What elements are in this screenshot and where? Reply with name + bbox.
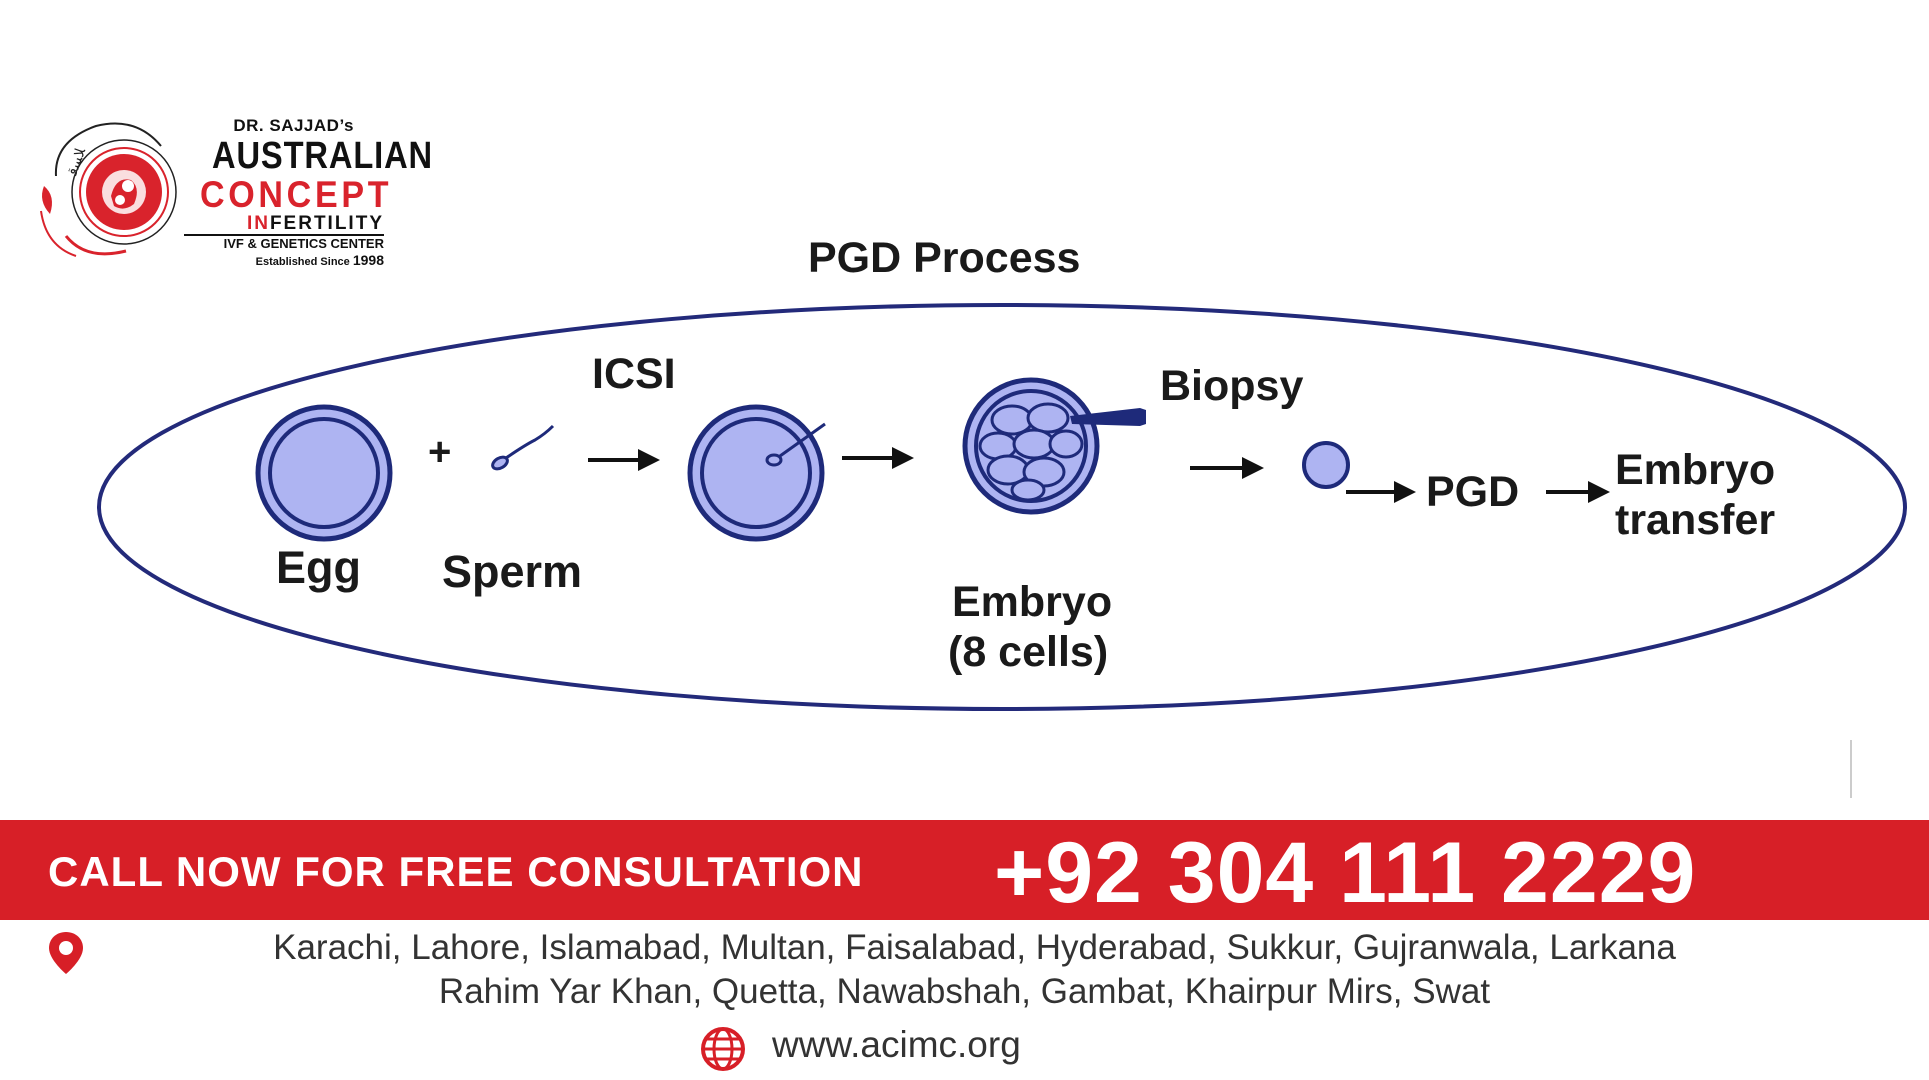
globe-icon (701, 1027, 745, 1071)
cta-banner: CALL NOW FOR FREE CONSULTATION +92 304 1… (0, 820, 1929, 921)
label-egg: Egg (276, 542, 361, 593)
biopsy-pipette-icon (1070, 408, 1146, 426)
cities-line-2: Rahim Yar Khan, Quetta, Nawabshah, Gamba… (438, 972, 1491, 1011)
label-biopsy: Biopsy (1160, 362, 1304, 410)
label-embryo-line1: Embryo (952, 578, 1113, 626)
pgd-process-diagram: PGD Process ICSI Biopsy + Egg Sperm Embr… (97, 234, 1907, 798)
label-transfer-line1: Embryo (1615, 446, 1776, 494)
label-embryo-line2: (8 cells) (948, 628, 1109, 676)
logo-ivf-genetics: IVF & GENETICS CENTER (184, 234, 384, 252)
biopsied-cell-icon (1302, 441, 1350, 489)
logo-seal-icon: ﻼﺴﻗ (40, 122, 177, 257)
label-sperm: Sperm (442, 546, 583, 597)
embryo-8-cells-icon (962, 377, 1100, 515)
phone-number[interactable]: +92 304 111 2229 (994, 825, 1697, 921)
location-pin-icon (49, 932, 83, 974)
logo-established-prefix: Established Since (255, 256, 350, 268)
icsi-egg-icon (687, 404, 826, 542)
pgd-diagram-graphic (97, 303, 1907, 798)
logo-infertility: INFERTILITY (184, 214, 384, 234)
logo-fertility: FERTILITY (269, 213, 384, 234)
sperm-icon (491, 424, 555, 471)
diagram-title: PGD Process (808, 234, 1081, 282)
label-icsi: ICSI (592, 350, 676, 398)
logo-in: IN (246, 213, 270, 234)
website-link[interactable]: www.acimc.org (772, 1024, 1021, 1065)
label-pgd: PGD (1426, 468, 1520, 516)
arrow-icon-3 (1190, 457, 1264, 479)
arrow-icon-5 (1546, 481, 1610, 503)
arrow-icon-1 (588, 449, 660, 471)
cities-line-1: Karachi, Lahore, Islamabad, Multan, Fais… (273, 928, 1676, 967)
logo-established-year: 1998 (352, 252, 384, 268)
label-transfer-line2: transfer (1615, 496, 1776, 544)
logo-established: Established Since 1998 (184, 252, 384, 270)
arrow-icon-4 (1346, 481, 1416, 503)
logo-concept: CONCEPT (200, 174, 393, 215)
cta-text: CALL NOW FOR FREE CONSULTATION (48, 848, 864, 895)
arrow-icon-2 (842, 447, 914, 469)
egg-cell-icon (255, 404, 393, 542)
process-ellipse (97, 303, 1907, 711)
label-plus: + (428, 430, 452, 474)
logo-doctor-name: DR. SAJJAD’s (233, 116, 354, 135)
